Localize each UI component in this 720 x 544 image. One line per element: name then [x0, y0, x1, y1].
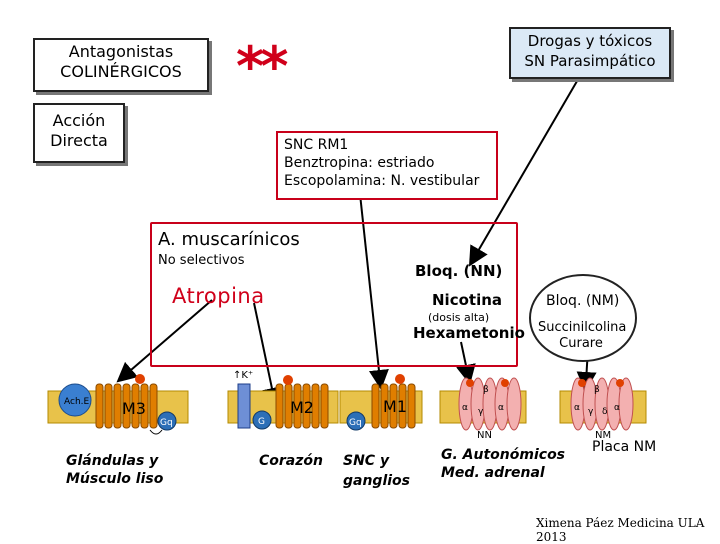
title-line1: Antagonistas: [68, 42, 174, 61]
target-glandulas: Glándulas y: [66, 453, 159, 469]
target-medadr: Med. adrenal: [441, 465, 545, 481]
hexametonio-label: Hexametonio: [413, 324, 525, 342]
label-g: G: [258, 417, 265, 427]
ache-enzyme: [58, 383, 92, 417]
target-snc: SNC y: [343, 453, 390, 469]
label-nm-delta: δ: [602, 407, 608, 417]
nm-block-circle: [529, 274, 637, 362]
label-nn-alpha1: α: [462, 403, 468, 413]
label-nn: NN: [477, 430, 492, 441]
arrow-drogas: [468, 75, 581, 267]
target-musculo: Músculo liso: [66, 471, 164, 487]
g-protein: [252, 410, 272, 430]
bloq-nn-label: Bloq. (NN): [415, 262, 503, 280]
nm-receptor: [570, 377, 634, 431]
snc-rm1-box: SNC RM1 Benztropina: estriado Escopolami…: [276, 131, 498, 200]
accion-box: Acción Directa: [33, 103, 125, 163]
curare-label: Curare: [559, 336, 603, 351]
k-channel: [237, 383, 251, 429]
title-box: Antagonistas COLINÉRGICOS: [33, 38, 209, 92]
arrow-to-m2: [253, 302, 282, 408]
bloq-nm-label: Bloq. (NM): [546, 293, 620, 309]
gq-protein: [157, 411, 177, 431]
stars-marker: **: [236, 35, 289, 98]
muscarinic-subtitle: No selectivos: [158, 253, 245, 268]
target-gauto: G. Autonómicos: [441, 447, 566, 463]
nicotina-label: Nicotina: [432, 291, 503, 309]
label-m1: M1: [383, 397, 407, 416]
drogas-line1: Drogas y tóxicos: [527, 32, 653, 50]
label-nm-alpha1: α: [574, 403, 580, 413]
arrow-to-m3: [116, 299, 213, 383]
arrow-to-m1: [359, 193, 389, 390]
m3-receptor: [58, 374, 177, 435]
dosis-label: (dosis alta): [428, 311, 490, 324]
label-nm-gamma: γ: [588, 407, 594, 417]
snc-line2: Benztropina: estriado: [284, 155, 435, 171]
accion-line1: Acción: [52, 111, 106, 130]
label-gq: Gq: [160, 418, 173, 428]
label-nn-beta: β: [483, 385, 489, 395]
drogas-box: Drogas y tóxicos SN Parasimpático: [509, 27, 671, 79]
label-m2: M2: [290, 398, 314, 417]
nn-receptor: [458, 377, 522, 431]
snc-line1: SNC RM1: [284, 137, 349, 153]
m1-receptor: [346, 374, 416, 431]
muscarinic-box: [150, 222, 518, 367]
succinilcolina-label: Succinilcolina: [538, 320, 627, 335]
m2-receptor: [237, 375, 329, 430]
label-nm: NM: [595, 430, 611, 441]
label-gq-m1: Gq: [349, 418, 362, 428]
target-corazon: Corazón: [259, 453, 323, 469]
gq-protein-m1: [346, 411, 366, 431]
accion-line2: Directa: [50, 131, 108, 150]
label-nm-beta: β: [594, 385, 600, 395]
target-ganglios: ganglios: [343, 473, 411, 489]
muscarinic-title: A. muscarínicos: [158, 229, 300, 250]
snc-line3: Escopolamina: N. vestibular: [284, 173, 480, 189]
label-nn-alpha2: α: [498, 403, 504, 413]
arrow-to-nn: [456, 341, 476, 385]
drogas-line2: SN Parasimpático: [524, 52, 656, 70]
label-m3: M3: [122, 399, 146, 418]
label-k: ↑K⁺: [233, 370, 253, 381]
target-placa: Placa NM: [592, 439, 657, 455]
title-line2: COLINÉRGICOS: [60, 62, 182, 81]
label-nm-alpha2: α: [614, 403, 620, 413]
receptor-labels: Ach.E M3 Gq ↑K⁺ M2 G M1 Gq NN NM α β γ α…: [64, 370, 620, 441]
label-nn-gamma: γ: [478, 407, 484, 417]
label-ache: Ach.E: [64, 397, 90, 407]
atropina-label: Atropina: [172, 284, 265, 308]
